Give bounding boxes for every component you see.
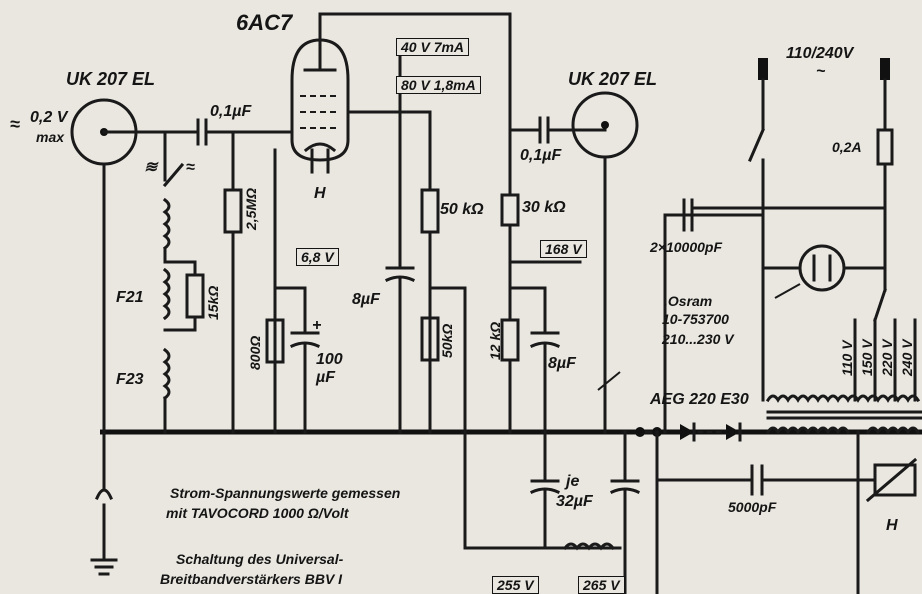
mains-pin-right [880, 58, 890, 80]
switch-lever [162, 162, 185, 188]
transformer-winding-low [765, 426, 851, 435]
cap-pointer [597, 371, 621, 391]
diode-2 [726, 424, 740, 440]
tube-envelope [290, 38, 350, 162]
resistor-plate-2 [500, 318, 520, 362]
lamp-label-2: 10-753700 [662, 311, 729, 327]
tap-label-150: 150 V [859, 339, 875, 376]
measurement-note-1: Strom-Spannungswerte gemessen [170, 485, 401, 501]
c-filter-label-1: je [566, 473, 580, 490]
measure-168v: 168 V [540, 240, 587, 258]
tap-label-240: 240 V [899, 339, 915, 376]
c-mains-label: 2×10000pF [650, 239, 722, 255]
mains-pin-left [758, 58, 768, 80]
c-screen-label: 8µF [352, 291, 380, 308]
caption-line-1: Schaltung des Universal- [176, 551, 344, 567]
speaker-right-dot [601, 121, 609, 129]
coil-f23-label: F23 [116, 371, 144, 388]
resistor-15k [185, 273, 205, 319]
r-grid-label: 2,5MΩ [243, 187, 259, 230]
caption-line-2: Breitbandverstärkers BBV I [160, 571, 343, 587]
tap-switch [873, 288, 887, 322]
plug-symbol [95, 488, 113, 500]
resistor-plate [500, 193, 520, 227]
r-plate-label: 30 kΩ [522, 199, 566, 216]
pot-arrow [865, 457, 918, 503]
measure-40v: 40 V 7mA [396, 38, 470, 56]
coil-f21 [162, 267, 171, 321]
c-in-label: 0,1µF [210, 103, 252, 120]
mains-ac-label: ~ [816, 63, 826, 80]
mains-switch [748, 128, 765, 162]
filter-choke [562, 542, 616, 551]
transformer-winding-primary [765, 394, 921, 403]
measure-6-8v: 6,8 V [296, 248, 339, 266]
r-plate-2-label: 12 kΩ [487, 321, 503, 360]
resistor-screen-2 [420, 316, 440, 362]
resistor-grid [223, 188, 243, 234]
r-coil-label: 15kΩ [205, 285, 221, 320]
input-max-label: max [36, 129, 65, 145]
speaker-right-label: UK 207 EL [568, 69, 658, 89]
switch-symbol-right: ≈ [186, 159, 195, 176]
c-out-label: 0,1µF [520, 147, 562, 164]
junction-1 [635, 427, 645, 437]
c-cathode-plus: + [312, 317, 322, 334]
c-plate-label: 8µF [548, 355, 576, 372]
lamp-pointer [774, 283, 801, 299]
c-cathode-value: 100 [316, 351, 343, 368]
r-screen-label: 50 kΩ [440, 201, 484, 218]
filter-cap-2-plate2 [610, 487, 640, 494]
coil-f23 [162, 347, 171, 401]
fuse [876, 128, 894, 166]
glow-lamp [798, 244, 846, 292]
screen-cap-plate2 [385, 275, 415, 282]
input-ac-symbol: ≈ [10, 114, 20, 134]
tube-heater-label: H [314, 185, 326, 202]
c-filter-label-2: 32µF [556, 493, 593, 510]
lamp-label-3: 210...230 V [662, 331, 734, 347]
transformer-winding-heater [865, 426, 921, 435]
r-cathode-label: 800Ω [247, 335, 263, 370]
measure-255v: 255 V [492, 576, 539, 594]
coil-upper [162, 197, 171, 251]
measurement-note-2: mit TAVOCORD 1000 Ω/Volt [166, 505, 349, 521]
tube-heater [303, 142, 337, 153]
resistor-screen [420, 188, 440, 234]
coil-f21-label: F21 [116, 289, 144, 306]
r-screen-2-label: 50kΩ [439, 323, 455, 358]
tube-type-label: 6AC7 [236, 10, 293, 35]
pot-label: H [886, 517, 898, 534]
fuse-label: 0,2A [832, 139, 862, 155]
plate-cap-plate2 [530, 341, 560, 348]
mains-voltage-label: 110/240V [786, 45, 854, 62]
filter-cap-1-plate2 [530, 487, 560, 494]
input-voltage-label: 0,2 V [30, 109, 68, 126]
rectifier-label: AEG 220 E30 [650, 391, 749, 408]
c-cathode-unit: µF [316, 369, 335, 386]
measure-265v: 265 V [578, 576, 625, 594]
tap-label-220: 220 V [879, 339, 895, 376]
switch-symbol-left: ≋ [144, 159, 158, 176]
tap-label-110: 110 V [839, 340, 855, 376]
diode-1 [680, 424, 694, 440]
cathode-cap-plate2 [290, 341, 320, 348]
lamp-label-1: .Osram [664, 293, 713, 309]
speaker-left-label: UK 207 EL [66, 69, 156, 89]
resistor-cathode [265, 318, 285, 364]
measure-80v: 80 V 1,8mA [396, 76, 481, 94]
c-bottom-label: 5000pF [728, 499, 777, 515]
